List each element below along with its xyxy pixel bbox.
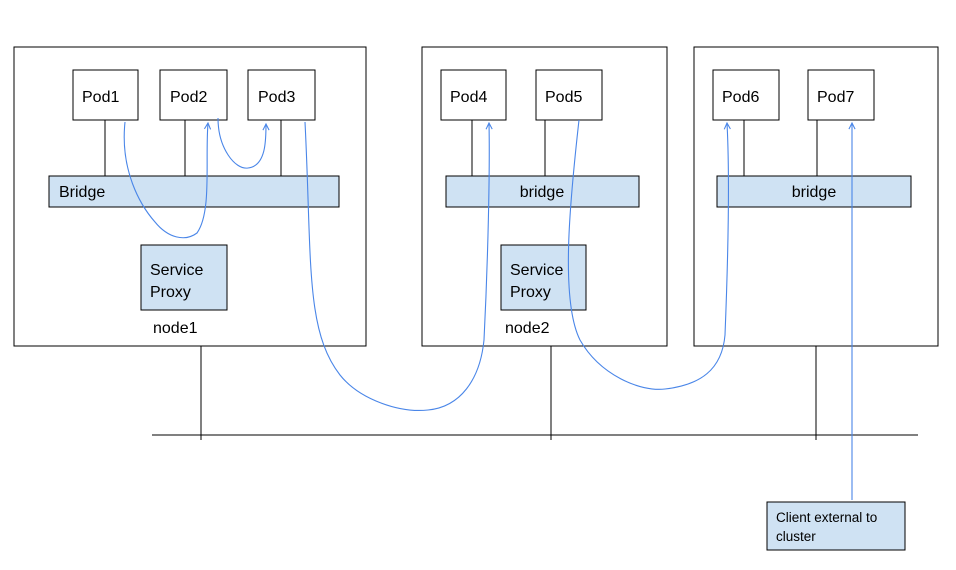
- client-line1: Client external to: [776, 510, 877, 525]
- pod1-box[interactable]: [72, 69, 139, 121]
- network-bus: [152, 346, 918, 440]
- node2-label: node2: [505, 320, 550, 337]
- pod4-label: Pod4: [450, 89, 487, 106]
- node1-label: node1: [153, 320, 198, 337]
- node2-proxy-line1: Service: [510, 262, 563, 279]
- node3-bridge: [716, 175, 912, 208]
- pod3-label: Pod3: [258, 89, 295, 106]
- flow-pod5-to-pod6: [567, 119, 728, 390]
- node2-proxy-line2: Proxy: [510, 284, 551, 301]
- node2-bridge: [445, 175, 640, 208]
- external-client-box[interactable]: [766, 501, 906, 551]
- pod5-box[interactable]: [535, 69, 603, 121]
- node1-bridge-label: Bridge: [59, 184, 105, 201]
- pod4-box[interactable]: [440, 69, 507, 121]
- traffic-flows: [123, 117, 852, 500]
- pod2-label: Pod2: [170, 89, 207, 106]
- node3-group: Pod6 Pod7 bridge: [693, 46, 939, 347]
- node1-proxy-line2: Proxy: [150, 284, 191, 301]
- node2-bridge-label: bridge: [520, 184, 565, 201]
- pod6-box[interactable]: [712, 69, 780, 121]
- node1-service-proxy[interactable]: [140, 244, 228, 311]
- node1-proxy-line1: Service: [150, 262, 203, 279]
- flow-pod1-to-pod2: [123, 122, 208, 239]
- node1-bridge: [48, 175, 340, 208]
- pod6-label: Pod6: [722, 89, 759, 106]
- flow-pod2-to-pod3: [217, 117, 266, 169]
- pod3-box[interactable]: [247, 69, 316, 121]
- node3-bridge-label: bridge: [792, 184, 837, 201]
- pod1-label: Pod1: [82, 89, 119, 106]
- pod7-box[interactable]: [807, 69, 875, 121]
- node2-group: Pod4 Pod5 bridge Service Proxy node2: [421, 46, 668, 347]
- client-line2: cluster: [776, 529, 816, 544]
- flow-pod3-to-pod4: [304, 121, 489, 411]
- pod2-box[interactable]: [159, 69, 228, 121]
- pod7-label: Pod7: [817, 89, 854, 106]
- node1-group: Pod1 Pod2 Pod3 Bridge Service Proxy node…: [13, 46, 367, 347]
- pod5-label: Pod5: [545, 89, 582, 106]
- node2-service-proxy[interactable]: [500, 244, 587, 311]
